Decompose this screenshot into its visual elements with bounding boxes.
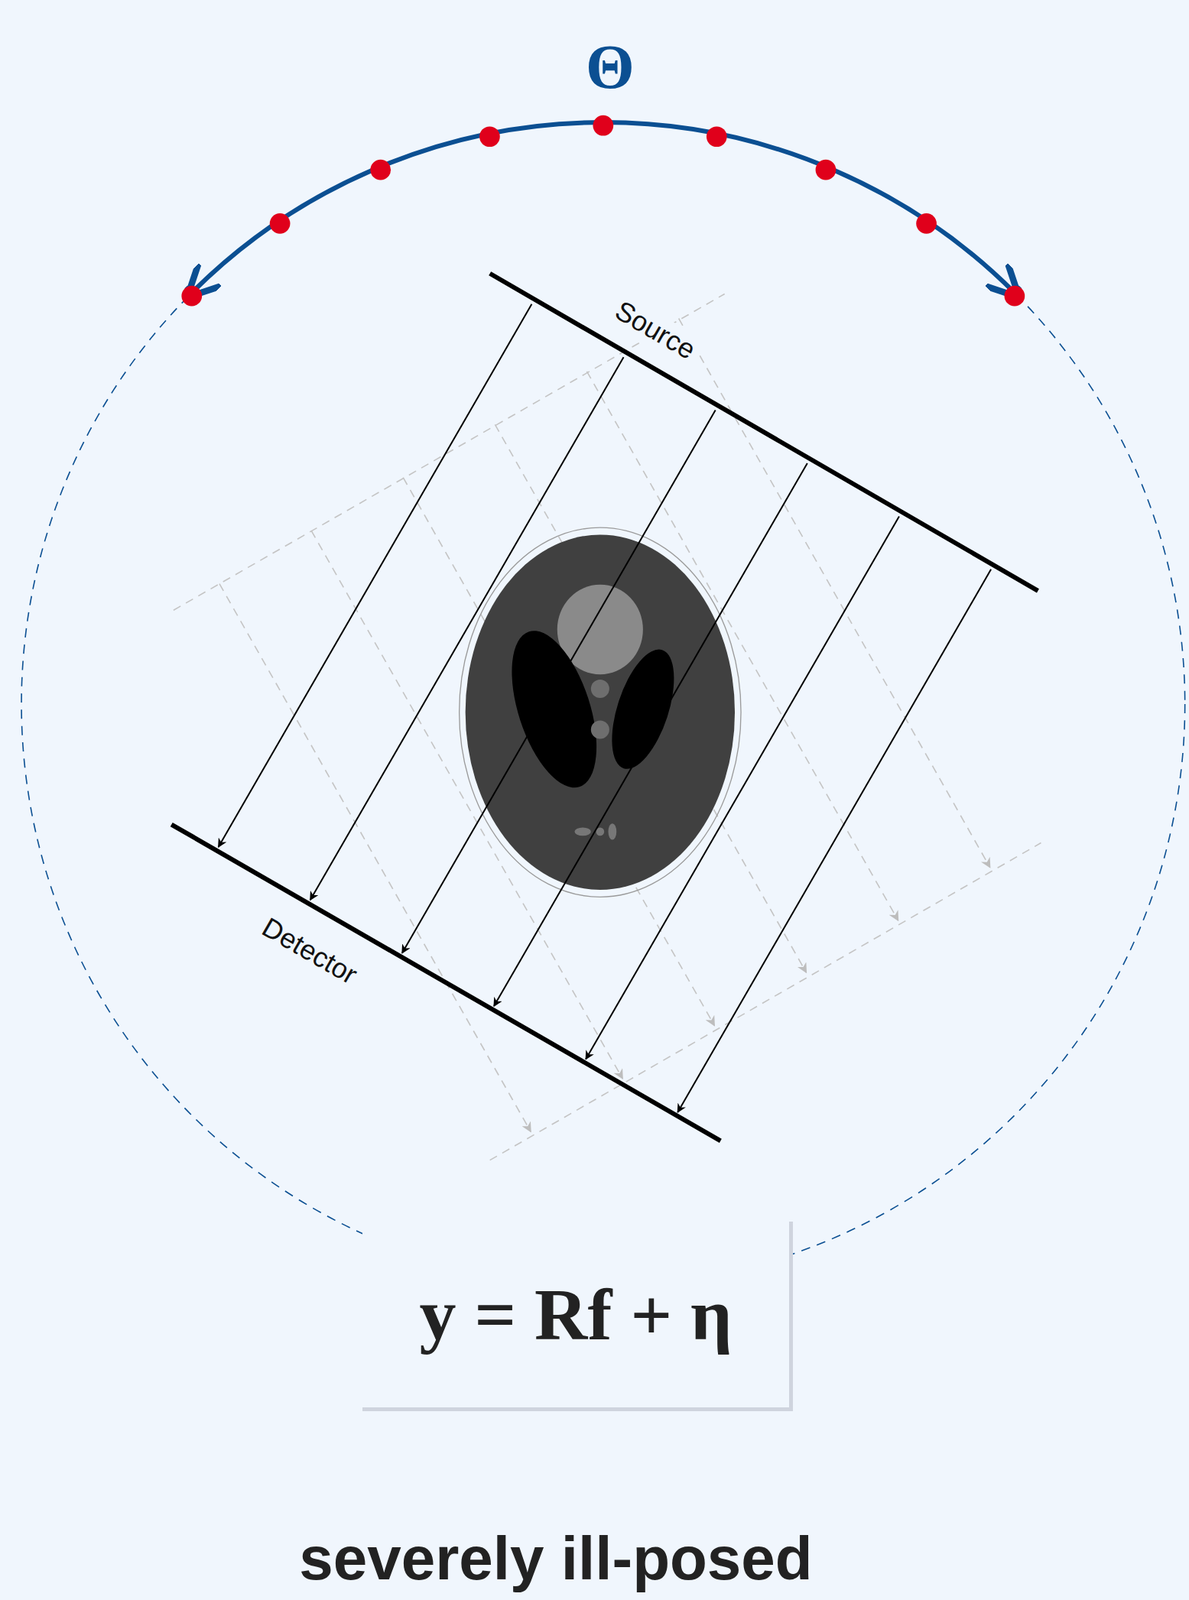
shepp-logan-phantom	[459, 527, 741, 897]
rotated-geometry	[173, 293, 1042, 1160]
angle-samples	[181, 115, 1025, 307]
scanner-geometry	[171, 273, 1038, 1142]
source-label: Source	[607, 292, 705, 368]
trajectory-circle	[21, 122, 1186, 1287]
angle-symbol: Θ	[582, 31, 638, 104]
equation-box: y = Rf + η	[362, 1221, 793, 1412]
caption: severely ill-posed	[298, 1523, 813, 1595]
angle-range-arc	[191, 122, 1015, 293]
equation-text: y = Rf + η	[419, 1272, 732, 1358]
detector-label: Detector	[253, 909, 366, 993]
